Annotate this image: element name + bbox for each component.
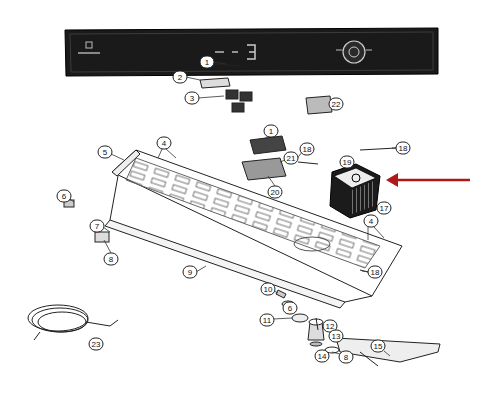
callout-number: 22 [329,98,344,111]
callout-number: 14 [315,350,330,363]
callout-number: 4 [157,137,172,150]
callout-number: 9 [183,266,198,279]
callout-number: 19 [340,156,355,169]
callout-number: 23 [89,338,104,351]
callout-number: 7 [90,220,105,233]
callout-number: 20 [268,186,283,199]
callout-number: 18 [368,266,383,279]
callout-number: 3 [185,92,200,105]
wire-harness [28,305,118,340]
callout-number: 17 [377,202,392,215]
pointer-arrow [386,173,470,187]
chassis [64,150,402,308]
callout-number: 15 [371,340,386,353]
callout-number: 18 [396,142,411,155]
callout-number: 8 [339,351,354,364]
callout-number: 1 [264,125,279,138]
control-panel [65,28,438,76]
callout-number: 18 [300,143,315,156]
callout-number: 10 [261,283,276,296]
callout-number: 6 [283,302,298,315]
callout-number: 4 [364,215,379,228]
callout-number: 2 [173,71,188,84]
callout-number: 13 [329,330,344,343]
callout-number: 11 [260,314,275,327]
components [200,64,396,272]
callout-number: 1 [200,56,215,69]
callout-number: 5 [98,146,113,159]
callout-number: 21 [284,152,299,165]
callout-number: 6 [57,190,72,203]
control-block [330,164,380,218]
leader-lines [70,62,398,356]
lower-parts [276,290,440,366]
callout-number: 8 [104,253,119,266]
